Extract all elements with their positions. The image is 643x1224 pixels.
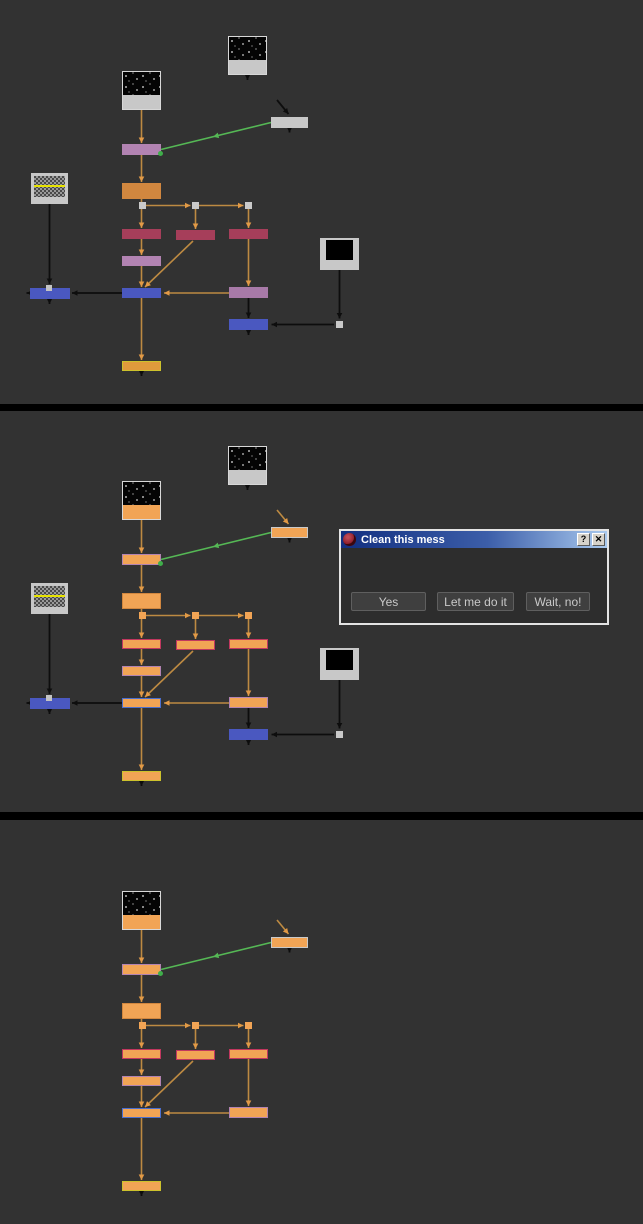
- color-correct[interactable]: [122, 593, 161, 609]
- dot-node[interactable]: [139, 612, 146, 619]
- expression-dot[interactable]: [158, 151, 163, 156]
- plate-node[interactable]: [271, 527, 308, 538]
- dot-node[interactable]: [245, 1022, 252, 1029]
- read-body: [123, 94, 160, 109]
- checker-node[interactable]: [31, 583, 68, 614]
- yes-button[interactable]: Yes: [351, 592, 426, 611]
- crimson-a[interactable]: [122, 1049, 161, 1059]
- dot-node[interactable]: [245, 202, 252, 209]
- dot-node[interactable]: [245, 612, 252, 619]
- dialog-titlebar[interactable]: Clean this mess ? ✕: [341, 531, 607, 548]
- write-node[interactable]: [122, 771, 161, 781]
- purple-right[interactable]: [229, 1107, 268, 1118]
- crimson-a[interactable]: [122, 639, 161, 649]
- expression-dot[interactable]: [158, 561, 163, 566]
- viewer-node[interactable]: [320, 648, 359, 680]
- read-thumbnail: [229, 447, 266, 470]
- left-dot[interactable]: [46, 285, 52, 291]
- dot-node[interactable]: [192, 1022, 199, 1029]
- blue-left[interactable]: [30, 698, 70, 709]
- read-body: [229, 59, 266, 74]
- dot-node[interactable]: [139, 202, 146, 209]
- read-thumbnail: [123, 72, 160, 95]
- dot-node[interactable]: [192, 612, 199, 619]
- crimson-c[interactable]: [229, 1049, 268, 1059]
- read-main[interactable]: [122, 891, 161, 930]
- plate-node[interactable]: [271, 937, 308, 948]
- read-main[interactable]: [122, 71, 161, 110]
- dialog-title: Clean this mess: [361, 533, 445, 546]
- dot-node[interactable]: [139, 1022, 146, 1029]
- grade-purple-1[interactable]: [122, 144, 161, 155]
- viewer-node[interactable]: [320, 238, 359, 270]
- color-correct[interactable]: [122, 183, 161, 199]
- grade-purple-2[interactable]: [122, 1076, 161, 1086]
- checker-node[interactable]: [31, 173, 68, 204]
- merge-blue-center[interactable]: [122, 698, 161, 708]
- color-correct[interactable]: [122, 1003, 161, 1019]
- grade-purple-2[interactable]: [122, 666, 161, 676]
- grade-purple-1[interactable]: [122, 964, 161, 975]
- expression-dot[interactable]: [158, 971, 163, 976]
- read-body: [123, 914, 160, 929]
- plate-node[interactable]: [271, 117, 308, 128]
- read-body: [123, 504, 160, 519]
- blue-left[interactable]: [30, 288, 70, 299]
- crimson-b[interactable]: [176, 230, 215, 240]
- read-thumbnail: [123, 892, 160, 915]
- close-icon[interactable]: ✕: [592, 533, 605, 546]
- write-node[interactable]: [122, 361, 161, 371]
- grade-purple-1[interactable]: [122, 554, 161, 565]
- blue-bottom-right[interactable]: [229, 729, 268, 740]
- left-dot[interactable]: [46, 695, 52, 701]
- write-node[interactable]: [122, 1181, 161, 1191]
- read-top[interactable]: [228, 36, 267, 75]
- viewer-screen: [326, 650, 353, 670]
- merge-blue-center[interactable]: [122, 1108, 161, 1118]
- read-top[interactable]: [228, 446, 267, 485]
- read-thumbnail: [229, 37, 266, 60]
- checker-thumbnail: [34, 176, 65, 197]
- read-body: [229, 469, 266, 484]
- read-thumbnail: [123, 482, 160, 505]
- clean-this-mess-dialog: Clean this mess ? ✕ Yes Let me do it Wai…: [339, 529, 609, 625]
- node-graph-before: [0, 0, 643, 404]
- viewer-dot[interactable]: [336, 731, 343, 738]
- crimson-c[interactable]: [229, 229, 268, 239]
- read-main[interactable]: [122, 481, 161, 520]
- yellow-line: [34, 185, 65, 187]
- merge-blue-center[interactable]: [122, 288, 161, 298]
- crimson-b[interactable]: [176, 1050, 215, 1060]
- wait-no-button[interactable]: Wait, no!: [526, 592, 590, 611]
- purple-right[interactable]: [229, 287, 268, 298]
- crimson-a[interactable]: [122, 229, 161, 239]
- let-me-do-it-button[interactable]: Let me do it: [437, 592, 514, 611]
- help-button[interactable]: ?: [577, 533, 590, 546]
- viewer-dot[interactable]: [336, 321, 343, 328]
- node-graph-after: [0, 820, 643, 1224]
- crimson-c[interactable]: [229, 639, 268, 649]
- dot-node[interactable]: [192, 202, 199, 209]
- checker-thumbnail: [34, 586, 65, 607]
- purple-right[interactable]: [229, 697, 268, 708]
- yellow-line: [34, 595, 65, 597]
- viewer-screen: [326, 240, 353, 260]
- grade-purple-2[interactable]: [122, 256, 161, 266]
- crimson-b[interactable]: [176, 640, 215, 650]
- blue-bottom-right[interactable]: [229, 319, 268, 330]
- nuke-logo-icon: [343, 533, 356, 546]
